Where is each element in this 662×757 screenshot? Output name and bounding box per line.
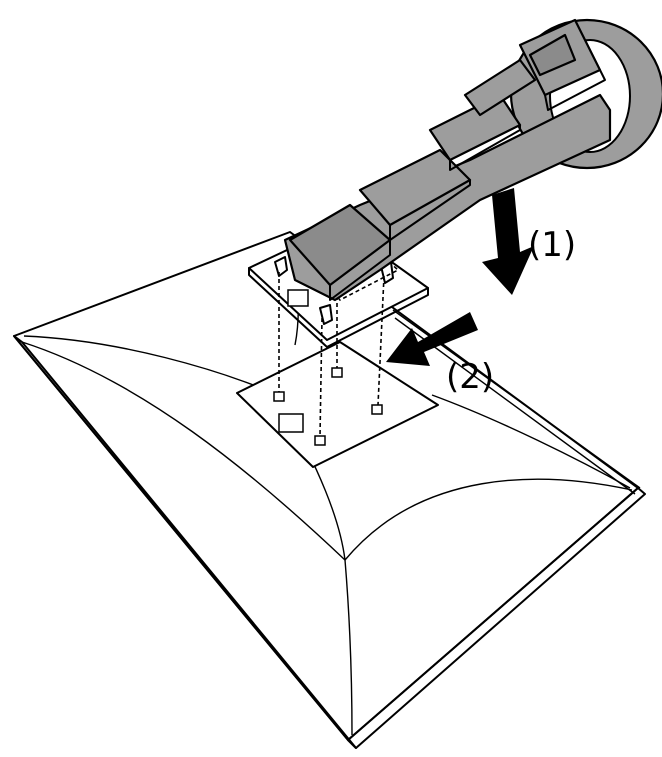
recess-hole-1 (273, 391, 285, 402)
step-2-label: (2) (446, 357, 494, 397)
step-1-label: (1) (528, 225, 576, 265)
plate-large-hole (287, 289, 309, 307)
recess-hole-4 (314, 435, 326, 446)
monitor-mount-recess (236, 341, 439, 468)
recess-hole-3 (371, 404, 383, 415)
stand-arm (283, 18, 662, 302)
step-2-arrow (386, 312, 478, 366)
step-1-arrow (482, 188, 534, 295)
recess-hole-2 (331, 367, 343, 378)
recess-large-hole (278, 413, 304, 433)
